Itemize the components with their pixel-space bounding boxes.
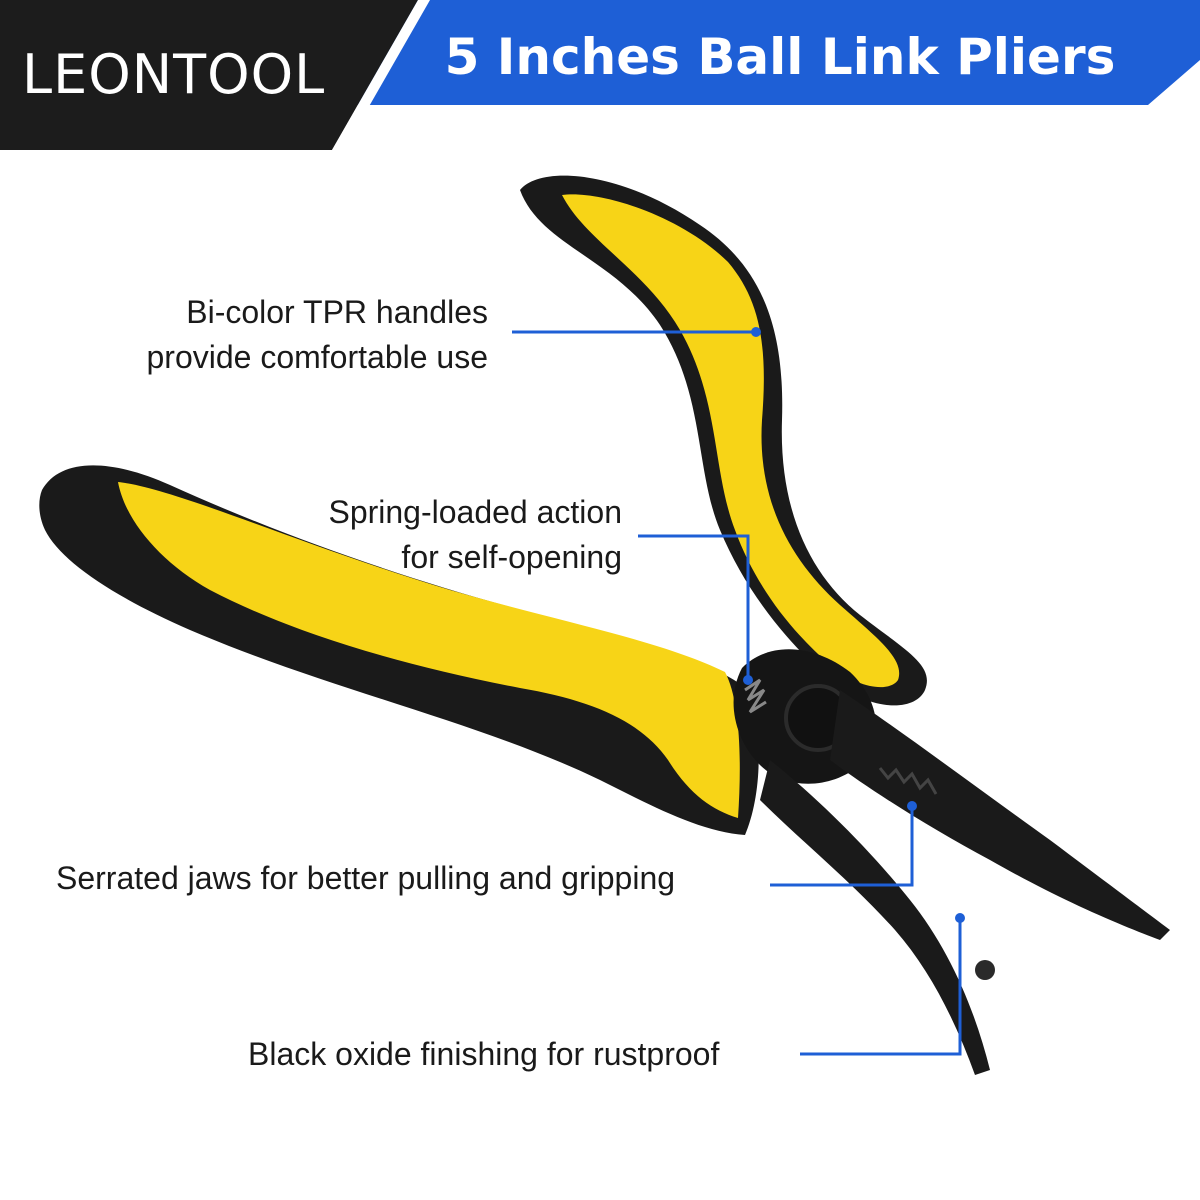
logo-backdrop [0,0,418,150]
callout-handles-line-2: provide comfortable use [146,339,488,375]
callout-jaws: Serrated jaws for better pulling and gri… [56,856,675,901]
lower-handle-yellow-grip [118,482,740,818]
callout-spring-line-1: Spring-loaded action [328,494,622,530]
callout-spring-line-2: for self-opening [401,539,622,575]
banner-divider [332,0,430,150]
leader-lines [512,330,962,1056]
callout-spring: Spring-loaded action for self-opening [260,490,622,580]
upper-handle-yellow-grip [562,194,900,688]
brand-logo: LEONTOOL [22,43,326,106]
callout-finish: Black oxide finishing for rustproof [248,1032,719,1077]
callout-jaws-line-1: Serrated jaws for better pulling and gri… [56,860,676,896]
header-banner [0,0,1200,150]
upper-jaw [830,690,1170,940]
callout-handles: Bi-color TPR handles provide comfortable… [90,290,488,380]
callout-handles-line-1: Bi-color TPR handles [186,294,488,330]
page-title: 5 Inches Ball Link Pliers [444,28,1116,86]
callout-finish-line-1: Black oxide finishing for rustproof [248,1036,720,1072]
lower-jaw [760,760,990,1075]
